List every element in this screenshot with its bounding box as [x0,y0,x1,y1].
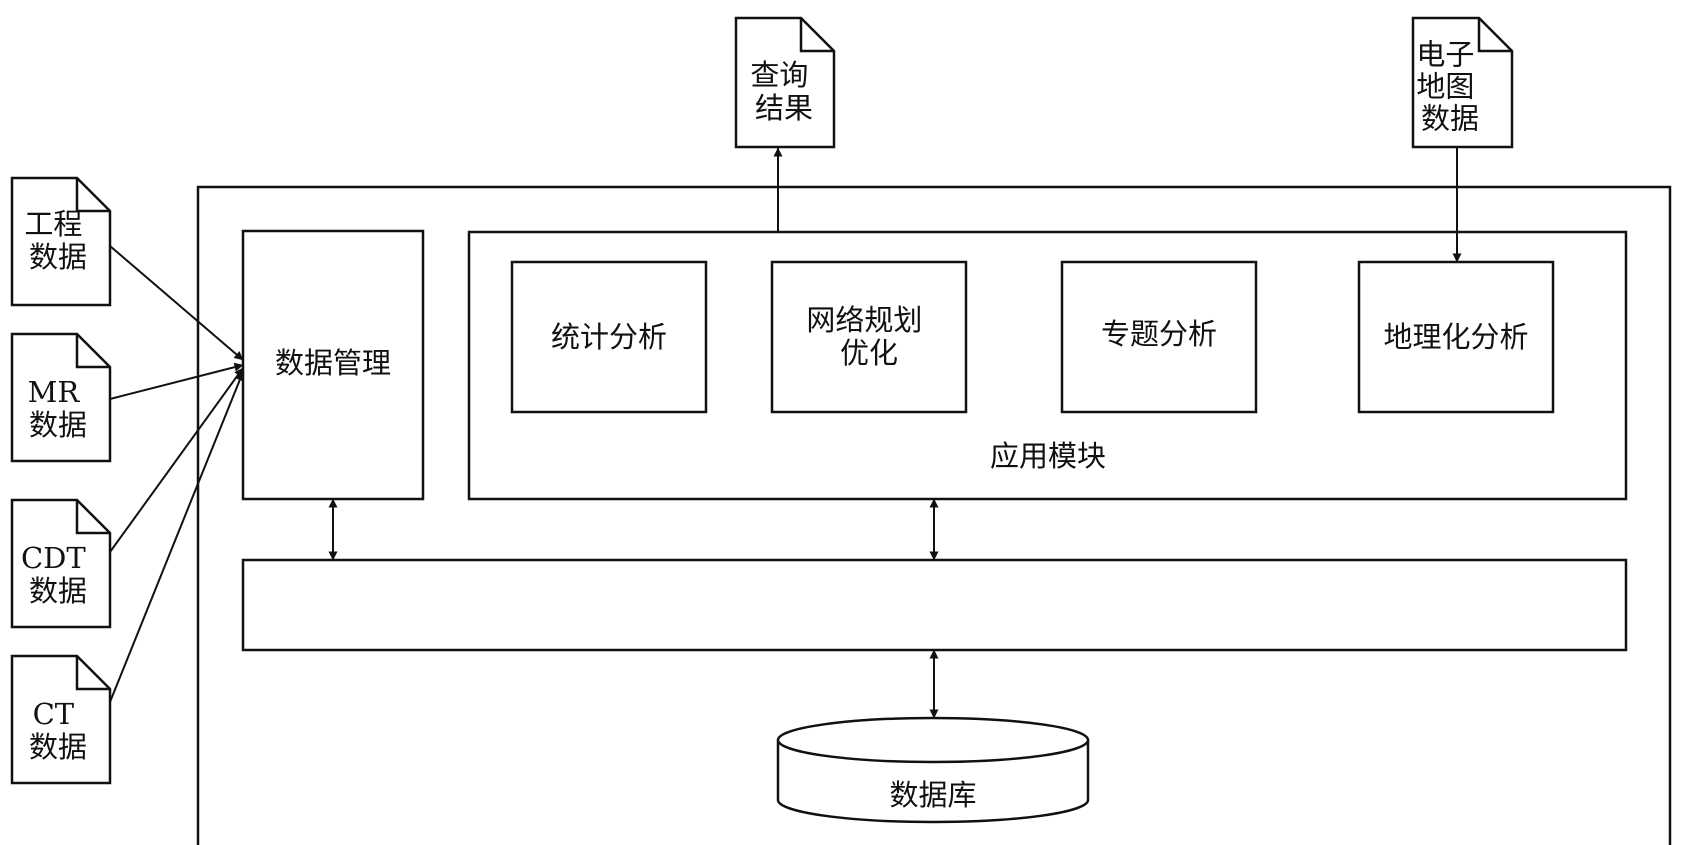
function-label-line: 网络规划 [806,303,922,337]
input-document: CDT 数据 [10,498,112,629]
input-document-label: CT 数据 [29,697,87,764]
map-data-document-label: 电子 地图 数据 [1416,37,1483,135]
input-document-label-line: CT [33,697,75,731]
function-label-line: 专题分析 [1101,317,1217,351]
application-module-label: 应用模块 [990,439,1106,473]
input-document-label: CDT 数据 [21,541,95,608]
function-box: 专题分析 [1060,260,1258,414]
output-document: 查询 结果 [734,16,836,149]
input-document-label-line: 工程 [24,207,82,241]
input-document-label: 工程 数据 [24,207,91,274]
input-arrow [109,245,244,361]
data-management-label: 数据管理 [275,346,391,380]
input-document-label: MR 数据 [28,375,89,442]
middle-layer-box [241,558,1628,652]
function-label: 专题分析 [1101,317,1217,351]
data-management-box [241,229,425,501]
input-arrow [109,362,244,400]
input-document-label-line: CDT [21,541,86,575]
database-label: 数据库 [889,778,976,812]
output-document-label-line: 结果 [755,91,813,125]
input-document-label-line: MR [28,375,81,409]
function-box: 网络规划 优化 [770,260,968,414]
output-document-label: 查询 结果 [750,58,817,125]
input-document: 工程 数据 [10,176,112,307]
input-document-label-line: 数据 [29,408,87,442]
function-label: 网络规划 优化 [806,303,931,370]
input-arrow [109,367,244,553]
output-document-label-line: 查询 [750,58,808,92]
input-document: MR 数据 [10,332,112,463]
function-box: 地理化分析 [1357,260,1555,414]
input-document-label-line: 数据 [29,240,87,274]
input-document-label-line: 数据 [29,730,87,764]
function-label: 统计分析 [551,320,667,354]
database-cylinder: 数据库 [776,716,1090,824]
function-label-line: 统计分析 [551,320,667,354]
function-label: 地理化分析 [1383,320,1528,354]
map-data-document-label-line: 数据 [1421,101,1479,135]
input-document: CT 数据 [10,654,112,785]
input-arrow [109,371,244,703]
function-label-line: 优化 [840,336,898,370]
map-data-document-label-line: 电子 [1416,37,1474,71]
function-label-line: 地理化分析 [1383,320,1528,354]
input-document-label-line: 数据 [29,574,87,608]
map-data-document-label-line: 地图 [1416,69,1474,103]
function-box: 统计分析 [510,260,708,414]
map-data-document: 电子 地图 数据 [1411,16,1514,149]
